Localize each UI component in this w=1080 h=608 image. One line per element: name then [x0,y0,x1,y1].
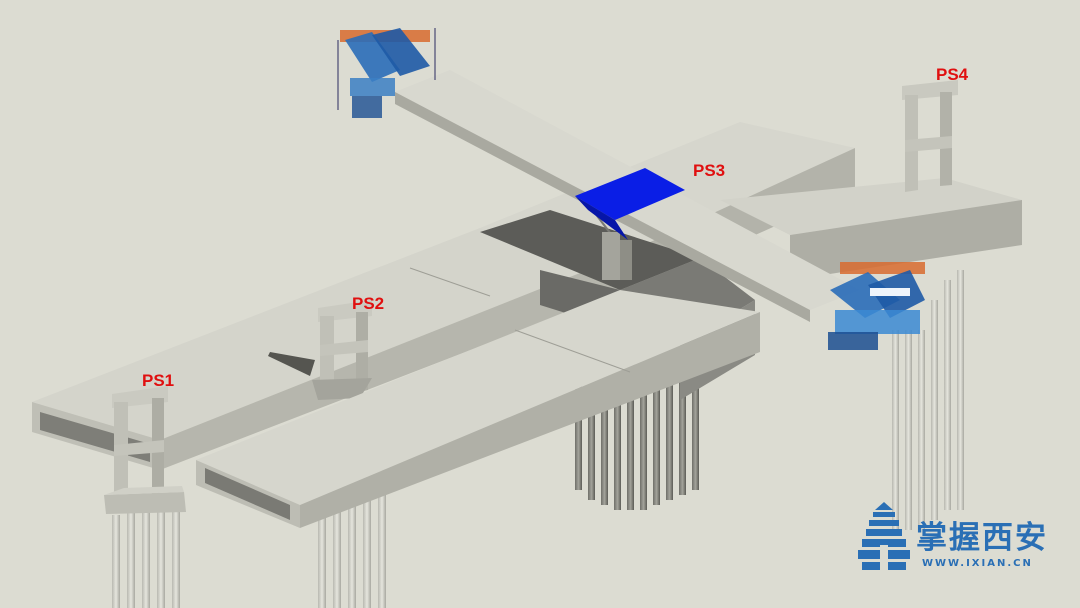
form-traveller-right [828,262,925,350]
label-ps4: PS4 [936,65,969,84]
highlight-segment-ps3 [575,168,685,240]
piles-ps4 [892,270,964,530]
front-box-girder [196,267,760,528]
piles-ps1 [112,508,180,608]
pier-ps1 [104,386,186,514]
label-ps2: PS2 [352,294,384,313]
label-ps3: PS3 [693,161,725,180]
watermark-url: WWW.IXIAN.CN [922,558,1033,569]
label-ps1: PS1 [142,371,174,390]
pier-ps2 [268,300,372,400]
piles-ps2 [318,480,386,608]
pagoda-icon [858,502,910,570]
watermark-logo: 掌握西安 WWW.IXIAN.CN [858,502,1048,570]
pier-ps4 [902,80,958,192]
watermark-name: 掌握西安 [916,520,1048,556]
form-traveller-left [337,28,436,118]
